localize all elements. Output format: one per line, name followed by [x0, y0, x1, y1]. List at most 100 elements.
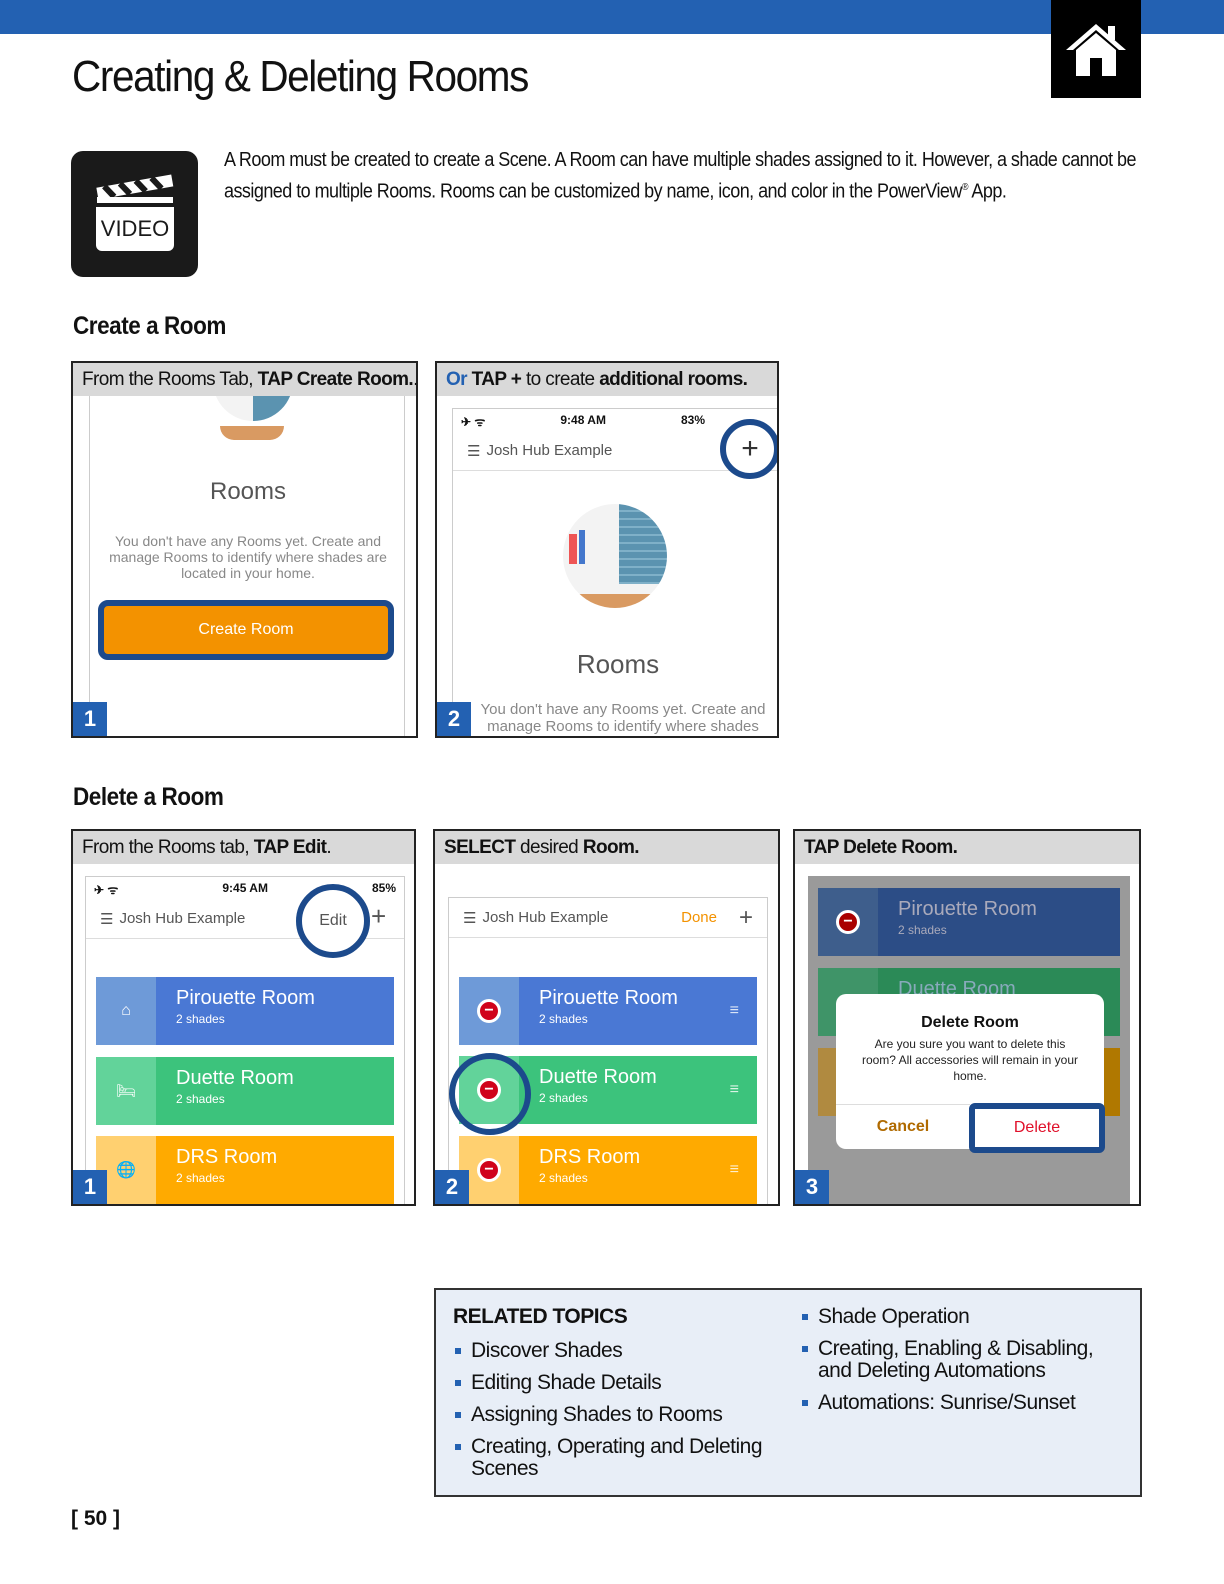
step-instruction: Or TAP + to create additional rooms. — [437, 363, 777, 396]
intro-end: App. — [967, 180, 1007, 203]
related-link[interactable]: Creating, Operating and Deleting Scenes — [453, 1436, 783, 1480]
clapperboard-icon — [96, 174, 174, 203]
done-button[interactable]: Done — [681, 909, 717, 926]
video-button[interactable]: VIDEO — [71, 151, 198, 277]
instr-text: From the Rooms tab, — [82, 837, 254, 858]
hub-name: Josh Hub Example — [119, 910, 246, 927]
app-header: ☰ Josh Hub Example — [453, 431, 777, 471]
room-name: Pirouette Room — [176, 987, 315, 1009]
delete-step-1-panel: From the Rooms tab, TAP Edit. ✈ ᯤ 9:45 AM… — [71, 829, 416, 1206]
room-row: − Pirouette Room 2 shades — [818, 888, 1120, 956]
add-room-button[interactable]: + — [371, 901, 387, 931]
airplane-wifi-icon: ✈ ᯤ — [461, 415, 486, 429]
step-number: 2 — [437, 702, 471, 736]
add-room-button[interactable]: + — [738, 903, 753, 931]
bed-icon: 🛏 — [96, 1057, 156, 1125]
room-row[interactable]: − Pirouette Room 2 shades ≡ — [459, 977, 757, 1045]
highlight-ring — [449, 1053, 531, 1135]
app-header: ☰ Josh Hub Example — [86, 899, 404, 939]
home-icon[interactable] — [1051, 0, 1141, 98]
room-shades: 2 shades — [176, 1012, 225, 1026]
cancel-button[interactable]: Cancel — [836, 1104, 970, 1149]
room-shades: 2 shades — [176, 1092, 225, 1106]
instr-or: Or — [446, 369, 468, 390]
related-list-right: Shade Operation Creating, Enabling & Dis… — [800, 1306, 1130, 1424]
delete-minus-icon[interactable]: − — [477, 1158, 501, 1182]
delete-button[interactable]: Delete — [969, 1103, 1105, 1153]
intro-paragraph: A Room must be created to create a Scene… — [224, 147, 1142, 206]
room-name: Duette Room — [539, 1066, 657, 1088]
edit-button[interactable]: Edit — [296, 884, 370, 958]
room-name: Pirouette Room — [539, 987, 678, 1009]
related-title: RELATED TOPICS — [453, 1305, 628, 1328]
status-bar: ✈ ᯤ 9:48 AM 83% — [453, 409, 777, 431]
status-time: 9:48 AM — [560, 413, 606, 427]
related-link[interactable]: Editing Shade Details — [453, 1372, 783, 1394]
step-instruction: From the Rooms Tab, TAP Create Room.. — [73, 363, 416, 396]
instr-text: . — [413, 369, 418, 390]
reorder-icon[interactable]: ≡ — [729, 1002, 739, 1019]
empty-rooms-text: You don't have any Rooms yet. Create and… — [480, 701, 766, 735]
empty-rooms-text: You don't have any Rooms yet. Create and… — [109, 533, 387, 581]
status-bar: ✈ ᯤ 9:45 AM 85% — [86, 877, 404, 899]
room-name: Duette Room — [176, 1067, 294, 1089]
instr-text: From the Rooms Tab, — [82, 369, 258, 390]
menu-icon[interactable]: ☰ — [467, 442, 481, 460]
room-name: Pirouette Room — [898, 898, 1037, 920]
related-list-left: Discover Shades Editing Shade Details As… — [453, 1340, 783, 1490]
dialog-title: Delete Room — [921, 1014, 1019, 1031]
hub-name: Josh Hub Example — [486, 442, 613, 459]
create-room-button[interactable]: Create Room — [98, 600, 394, 660]
step-number: 1 — [73, 1170, 107, 1204]
step-instruction: SELECT desired Room. — [435, 831, 778, 864]
instr-bold: TAP Delete Room. — [804, 837, 958, 858]
reorder-icon[interactable]: ≡ — [729, 1081, 739, 1098]
related-topics-box: RELATED TOPICS Discover Shades Editing S… — [434, 1288, 1142, 1497]
hub-name: Josh Hub Example — [482, 909, 609, 926]
battery-level: 83% — [680, 413, 705, 427]
create-room-heading: Create a Room — [73, 312, 226, 340]
room-shades: 2 shades — [539, 1091, 588, 1105]
room-shades: 2 shades — [176, 1171, 225, 1185]
airplane-wifi-icon: ✈ ᯤ — [94, 883, 119, 897]
room-name: DRS Room — [539, 1146, 641, 1168]
reorder-icon[interactable]: ≡ — [729, 1161, 739, 1178]
instr-text: . — [326, 837, 332, 858]
room-shades: 2 shades — [898, 923, 947, 937]
rooms-illustration — [563, 504, 667, 608]
related-link[interactable]: Creating, Enabling & Disabling, and Dele… — [800, 1338, 1130, 1382]
video-label: VIDEO — [96, 207, 174, 251]
menu-icon[interactable]: ☰ — [100, 910, 114, 928]
instr-bold: TAP Create Room. — [257, 369, 414, 390]
rooms-illustration — [198, 396, 298, 441]
room-row[interactable]: 🛏 Duette Room 2 shades — [96, 1057, 394, 1125]
step-instruction: TAP Delete Room. — [795, 831, 1139, 864]
registered-mark: ® — [961, 182, 969, 193]
related-link[interactable]: Assigning Shades to Rooms — [453, 1404, 783, 1426]
room-name: DRS Room — [176, 1146, 278, 1168]
add-room-button[interactable]: + — [720, 419, 777, 479]
delete-step-2-panel: SELECT desired Room. ☰ Josh Hub Example Do… — [433, 829, 780, 1206]
page-title: Creating & Deleting Rooms — [72, 52, 529, 101]
instr-bold: TAP Edit — [253, 837, 327, 858]
related-link[interactable]: Discover Shades — [453, 1340, 783, 1362]
delete-room-heading: Delete a Room — [73, 783, 224, 811]
step-number: 2 — [435, 1170, 469, 1204]
instr-bold: SELECT — [444, 837, 516, 858]
instr-text: to create — [521, 369, 600, 390]
status-time: 9:45 AM — [222, 881, 268, 895]
dialog-text: Are you sure you want to delete this roo… — [861, 1037, 1079, 1083]
related-link[interactable]: Automations: Sunrise/Sunset — [800, 1392, 1130, 1414]
instr-text: desired — [515, 837, 583, 858]
intro-text: A Room must be created to create a Scene… — [224, 149, 1136, 203]
rooms-title: Rooms — [209, 478, 287, 505]
delete-minus-icon: − — [836, 910, 860, 934]
delete-minus-icon[interactable]: − — [477, 999, 501, 1023]
battery-level: 85% — [371, 881, 396, 895]
menu-icon[interactable]: ☰ — [463, 909, 477, 927]
related-link[interactable]: Shade Operation — [800, 1306, 1130, 1328]
room-shades: 2 shades — [539, 1012, 588, 1026]
